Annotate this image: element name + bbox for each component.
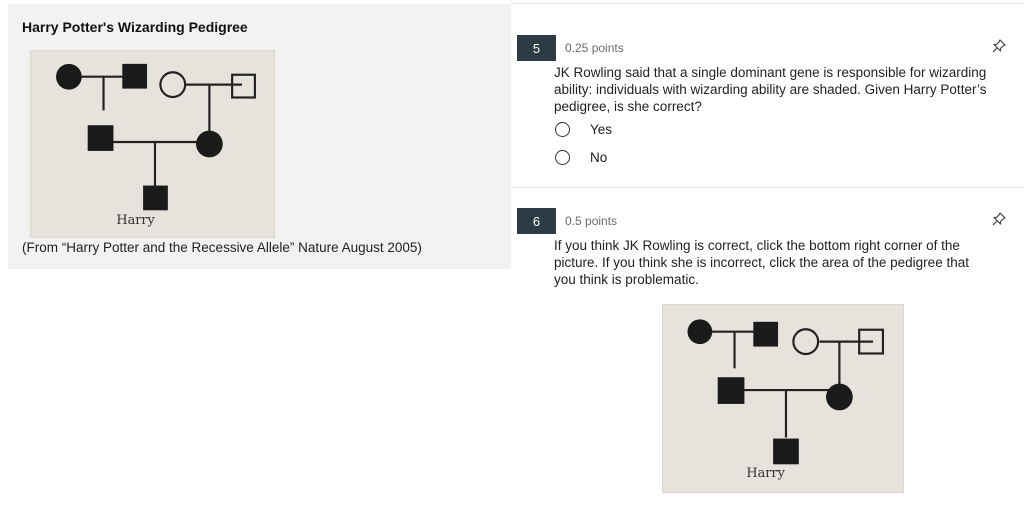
pedigree-male-unaffected bbox=[231, 73, 256, 99]
question-text-line: If you think JK Rowling is correct, clic… bbox=[554, 238, 960, 253]
top-separator bbox=[511, 0, 1024, 4]
pedigree-harry-label: Harry bbox=[116, 213, 155, 228]
question-text-line: ability: individuals with wizarding abil… bbox=[554, 82, 987, 97]
pedigree-female-affected bbox=[56, 63, 82, 90]
pedigree-father[interactable] bbox=[717, 377, 745, 404]
pedigree-harry-label: Harry bbox=[746, 466, 785, 481]
question-divider bbox=[511, 187, 1024, 188]
pin-icon[interactable] bbox=[991, 38, 1007, 54]
question-text-line: you think is problematic. bbox=[554, 272, 699, 287]
pedigree-mother bbox=[196, 130, 223, 158]
radio-button[interactable] bbox=[555, 150, 570, 165]
pedigree-female-unaffected[interactable] bbox=[792, 328, 820, 356]
pedigree-harry[interactable] bbox=[773, 438, 799, 465]
pedigree-male-affected bbox=[122, 63, 148, 89]
radio-button[interactable] bbox=[555, 122, 570, 137]
question-number-badge: 6 bbox=[517, 208, 556, 234]
pedigree-male-unaffected[interactable] bbox=[858, 328, 885, 355]
pedigree-mother[interactable] bbox=[826, 383, 853, 411]
question-text-line: pedigree, is she correct? bbox=[554, 99, 702, 114]
pedigree-father bbox=[87, 125, 114, 151]
answer-option-yes[interactable]: Yes bbox=[555, 122, 612, 137]
pedigree-female-affected[interactable] bbox=[687, 319, 713, 345]
question-text-line: picture. If you think she is incorrect, … bbox=[554, 255, 969, 270]
hotspot-pedigree-image[interactable]: Harry bbox=[662, 304, 904, 493]
pedigree-male-affected[interactable] bbox=[753, 321, 779, 347]
answer-option-label: Yes bbox=[590, 122, 613, 137]
pedigree-female-unaffected bbox=[159, 71, 187, 99]
stimulus-caption: (From “Harry Potter and the Recessive Al… bbox=[22, 240, 422, 255]
question-number-badge: 5 bbox=[517, 35, 556, 61]
stimulus-title: Harry Potter's Wizarding Pedigree bbox=[22, 19, 248, 35]
pedigree-harry bbox=[143, 185, 168, 211]
question-text-line: JK Rowling said that a single dominant g… bbox=[554, 65, 987, 80]
pedigree-image: Harry bbox=[30, 50, 275, 238]
pedigree-chart[interactable]: Harry bbox=[663, 305, 903, 492]
answer-option-no[interactable]: No bbox=[555, 150, 607, 165]
pin-icon[interactable] bbox=[991, 211, 1007, 227]
question-points: 0.5 points bbox=[565, 214, 618, 228]
question-points: 0.25 points bbox=[565, 41, 624, 55]
question-text: If you think JK Rowling is correct, clic… bbox=[554, 237, 969, 288]
pedigree-chart: Harry bbox=[56, 63, 256, 228]
answer-option-label: No bbox=[590, 150, 608, 165]
question-text: JK Rowling said that a single dominant g… bbox=[554, 64, 986, 115]
